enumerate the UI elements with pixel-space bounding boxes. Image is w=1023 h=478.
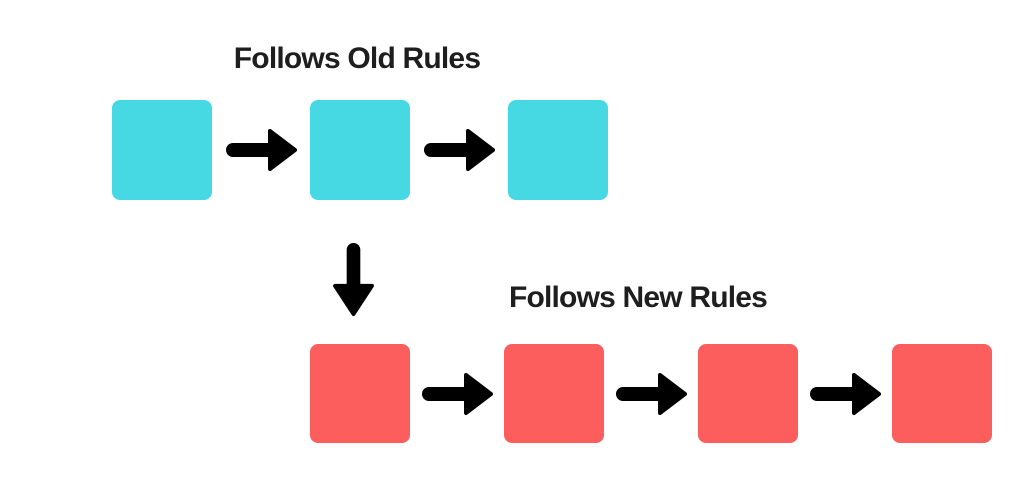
arrow-right-icon xyxy=(810,372,881,415)
new-rules-title: Follows New Rules xyxy=(508,281,768,314)
new-rules-square xyxy=(310,344,410,443)
arrow-right-icon xyxy=(226,129,297,171)
old-rules-square xyxy=(508,100,608,200)
arrow-right-icon xyxy=(422,372,493,415)
arrow-right-icon xyxy=(424,129,495,171)
old-rules-title: Follows Old Rules xyxy=(233,42,481,75)
arrow-down-icon xyxy=(333,242,374,317)
new-rules-row xyxy=(310,344,992,443)
new-rules-square xyxy=(504,344,604,443)
arrow-right-icon xyxy=(616,372,687,415)
old-rules-square xyxy=(112,100,212,200)
old-rules-row xyxy=(112,100,608,200)
new-rules-square xyxy=(698,344,798,443)
new-rules-square xyxy=(892,344,992,443)
old-rules-square xyxy=(310,100,410,200)
